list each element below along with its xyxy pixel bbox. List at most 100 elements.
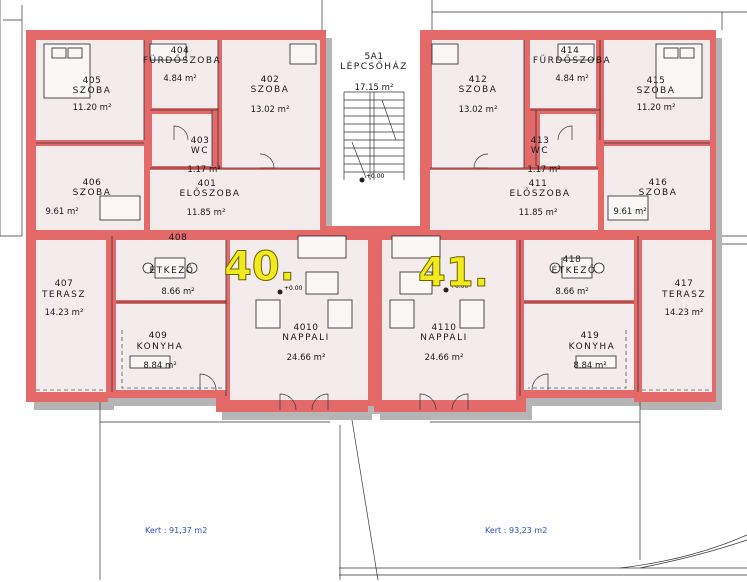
svg-text:ÉTKEZŐ: ÉTKEZŐ xyxy=(551,264,596,276)
svg-text:SZOBA: SZOBA xyxy=(639,188,678,198)
svg-text:SZOBA: SZOBA xyxy=(73,188,112,198)
level-mark-right xyxy=(443,287,449,293)
svg-text:KONYHA: KONYHA xyxy=(569,342,616,352)
svg-text:8.66 m²: 8.66 m² xyxy=(555,287,588,297)
svg-text:14.23 m²: 14.23 m² xyxy=(665,308,704,318)
room-408: 408 ÉTKEZŐ 8.66 m² xyxy=(149,233,194,297)
svg-text:FÜRDŐSZOBA: FÜRDŐSZOBA xyxy=(533,55,611,66)
svg-text:418: 418 xyxy=(563,255,582,265)
terrace-dashes xyxy=(36,330,712,391)
svg-text:4110: 4110 xyxy=(432,323,457,333)
svg-text:11.85 m²: 11.85 m² xyxy=(187,208,226,218)
svg-text:13.02 m²: 13.02 m² xyxy=(251,105,290,115)
apartment-label-left: 40. xyxy=(224,244,295,290)
svg-text:SZOBA: SZOBA xyxy=(251,85,290,95)
svg-text:407: 407 xyxy=(55,279,74,289)
svg-text:419: 419 xyxy=(581,331,600,341)
level-marks: +0.00 +0.00 +0.00 xyxy=(277,173,469,295)
bed-412 xyxy=(431,43,459,65)
dining-table-408 xyxy=(154,257,186,279)
room-407: 407 TERASZ 14.23 m² xyxy=(41,279,85,318)
svg-text:1.17 m²: 1.17 m² xyxy=(527,165,560,175)
svg-text:409: 409 xyxy=(149,331,168,341)
level-mark-stair xyxy=(359,177,365,183)
bed-416 xyxy=(607,195,649,221)
room-418: 418 ÉTKEZŐ 8.66 m² xyxy=(551,255,596,297)
room-labels: 404 FÜRDŐSZOBA 4.84 m² 405 SZOBA 11.20 m… xyxy=(41,46,706,371)
room-413: 413 WC 1.17 m² xyxy=(527,136,560,175)
svg-text:SZOBA: SZOBA xyxy=(73,86,112,96)
room-404: 404 FÜRDŐSZOBA 4.84 m² xyxy=(143,46,221,84)
kitchen-counter-409 xyxy=(129,355,171,369)
room-403: 403 WC 1.17 m² xyxy=(187,136,220,175)
garden-area-right: Kert : 93,23 m2 xyxy=(485,526,547,535)
room-401: 401 ELŐSZOBA 11.85 m² xyxy=(179,179,240,218)
svg-text:408: 408 xyxy=(169,233,188,243)
svg-text:411: 411 xyxy=(529,179,548,189)
svg-text:WC: WC xyxy=(191,146,209,156)
svg-text:SZOBA: SZOBA xyxy=(459,85,498,95)
sofa-4110 xyxy=(391,235,441,259)
furniture-left xyxy=(43,43,353,411)
svg-text:24.66 m²: 24.66 m² xyxy=(287,353,326,363)
room-412: 412 SZOBA 13.02 m² xyxy=(459,75,498,115)
svg-text:14.23 m²: 14.23 m² xyxy=(45,308,84,318)
svg-text:KONYHA: KONYHA xyxy=(137,342,184,352)
svg-text:406: 406 xyxy=(83,178,102,188)
svg-text:414: 414 xyxy=(561,46,580,56)
bathtub-404 xyxy=(149,43,187,61)
room-414: 414 FÜRDŐSZOBA 4.84 m² xyxy=(533,46,611,84)
svg-text:17.15 m²: 17.15 m² xyxy=(355,83,394,93)
bed-406 xyxy=(99,195,141,221)
garden-area-left: Kert : 91,37 m2 xyxy=(145,526,207,535)
svg-text:NAPPALI: NAPPALI xyxy=(420,333,468,343)
room-409: 409 KONYHA 8.84 m² xyxy=(137,331,184,371)
svg-text:4.84 m²: 4.84 m² xyxy=(163,74,196,84)
svg-text:417: 417 xyxy=(675,279,694,289)
room-405: 405 SZOBA 11.20 m² xyxy=(73,76,112,113)
svg-text:405: 405 xyxy=(83,76,102,86)
svg-text:SZOBA: SZOBA xyxy=(637,86,676,96)
svg-text:TERASZ: TERASZ xyxy=(661,290,706,300)
svg-text:5A1: 5A1 xyxy=(364,52,383,62)
svg-text:ÉTKEZŐ: ÉTKEZŐ xyxy=(149,264,194,276)
room-416: 416 SZOBA 9.61 m² xyxy=(613,178,678,217)
room-5a1: 5A1 LÉPCSŐHÁZ 17.15 m² xyxy=(340,52,408,93)
svg-text:NAPPALI: NAPPALI xyxy=(282,333,330,343)
svg-text:8.66 m²: 8.66 m² xyxy=(161,287,194,297)
stairwell xyxy=(332,38,416,224)
svg-text:+0.00: +0.00 xyxy=(284,285,303,292)
room-406: 406 SZOBA 9.61 m² xyxy=(45,178,112,217)
room-411: 411 ELŐSZOBA 11.85 m² xyxy=(509,179,570,218)
svg-text:4010: 4010 xyxy=(294,323,319,333)
svg-text:+0.00: +0.00 xyxy=(450,283,469,290)
svg-text:11.85 m²: 11.85 m² xyxy=(519,208,558,218)
level-mark-left xyxy=(277,289,283,295)
bathtub-414 xyxy=(557,43,595,61)
svg-text:ELŐSZOBA: ELŐSZOBA xyxy=(509,188,570,199)
svg-text:WC: WC xyxy=(531,146,549,156)
svg-text:416: 416 xyxy=(649,178,668,188)
svg-text:9.61 m²: 9.61 m² xyxy=(613,207,646,217)
svg-text:LÉPCSŐHÁZ: LÉPCSŐHÁZ xyxy=(340,60,408,72)
svg-text:11.20 m²: 11.20 m² xyxy=(637,103,676,113)
furniture-right xyxy=(389,43,703,411)
partitions xyxy=(36,40,710,396)
svg-text:ELŐSZOBA: ELŐSZOBA xyxy=(179,188,240,199)
svg-text:9.61 m²: 9.61 m² xyxy=(45,207,78,217)
svg-text:402: 402 xyxy=(261,75,280,85)
bed-402 xyxy=(289,43,317,65)
svg-text:8.84 m²: 8.84 m² xyxy=(573,361,606,371)
apartment-label-right: 41. xyxy=(418,250,489,296)
room-4110: 4110 NAPPALI 24.66 m² xyxy=(420,323,468,363)
dining-table-418 xyxy=(561,257,593,279)
svg-text:412: 412 xyxy=(469,75,488,85)
svg-text:24.66 m²: 24.66 m² xyxy=(425,353,464,363)
svg-text:FÜRDŐSZOBA: FÜRDŐSZOBA xyxy=(143,55,221,66)
svg-text:403: 403 xyxy=(191,136,210,146)
svg-text:404: 404 xyxy=(171,46,190,56)
svg-text:1.17 m²: 1.17 m² xyxy=(187,165,220,175)
room-402: 402 SZOBA 13.02 m² xyxy=(251,75,290,115)
